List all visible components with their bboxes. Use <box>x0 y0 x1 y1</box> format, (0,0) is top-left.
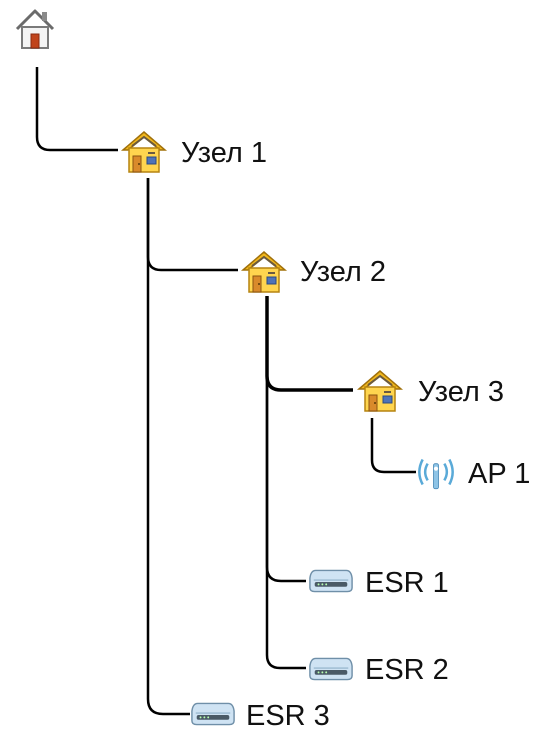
node-label: ESR 2 <box>365 654 449 686</box>
root-node[interactable] <box>15 9 55 50</box>
router-icon <box>309 569 353 593</box>
node-label: Узел 2 <box>300 256 386 288</box>
router-icon <box>191 702 235 726</box>
tree-node-node3[interactable]: Узел 3 <box>358 370 504 412</box>
edge-node3-ap1 <box>370 418 416 474</box>
node-house-icon <box>358 370 402 412</box>
node-house-icon <box>242 251 286 293</box>
tree-node-esr2[interactable]: ESR 2 <box>309 654 449 686</box>
node-label: ESR 3 <box>246 700 330 732</box>
node-label: Узел 1 <box>181 137 267 169</box>
edge-root-node1 <box>35 67 118 152</box>
node-label: ESR 1 <box>365 567 449 599</box>
node-label: AP 1 <box>468 458 530 490</box>
edge-node1-node2 <box>146 178 238 272</box>
home-icon <box>15 9 55 50</box>
connectors <box>35 67 416 716</box>
edge-node2-esr1 <box>265 296 306 583</box>
edge-node2-esr2 <box>265 296 306 670</box>
router-icon <box>309 657 353 681</box>
tree-node-node2[interactable]: Узел 2 <box>242 251 386 293</box>
tree-node-esr1[interactable]: ESR 1 <box>309 567 449 599</box>
tree-node-esr3[interactable]: ESR 3 <box>191 700 330 732</box>
edge-node2-node3 <box>265 296 353 392</box>
edge-node1-esr3 <box>146 178 190 716</box>
tree-node-ap1[interactable]: AP 1 <box>418 458 530 490</box>
node-label: Узел 3 <box>418 376 504 408</box>
node-house-icon <box>122 131 166 173</box>
access-point-icon <box>418 458 454 490</box>
tree-node-node1[interactable]: Узел 1 <box>122 131 267 173</box>
